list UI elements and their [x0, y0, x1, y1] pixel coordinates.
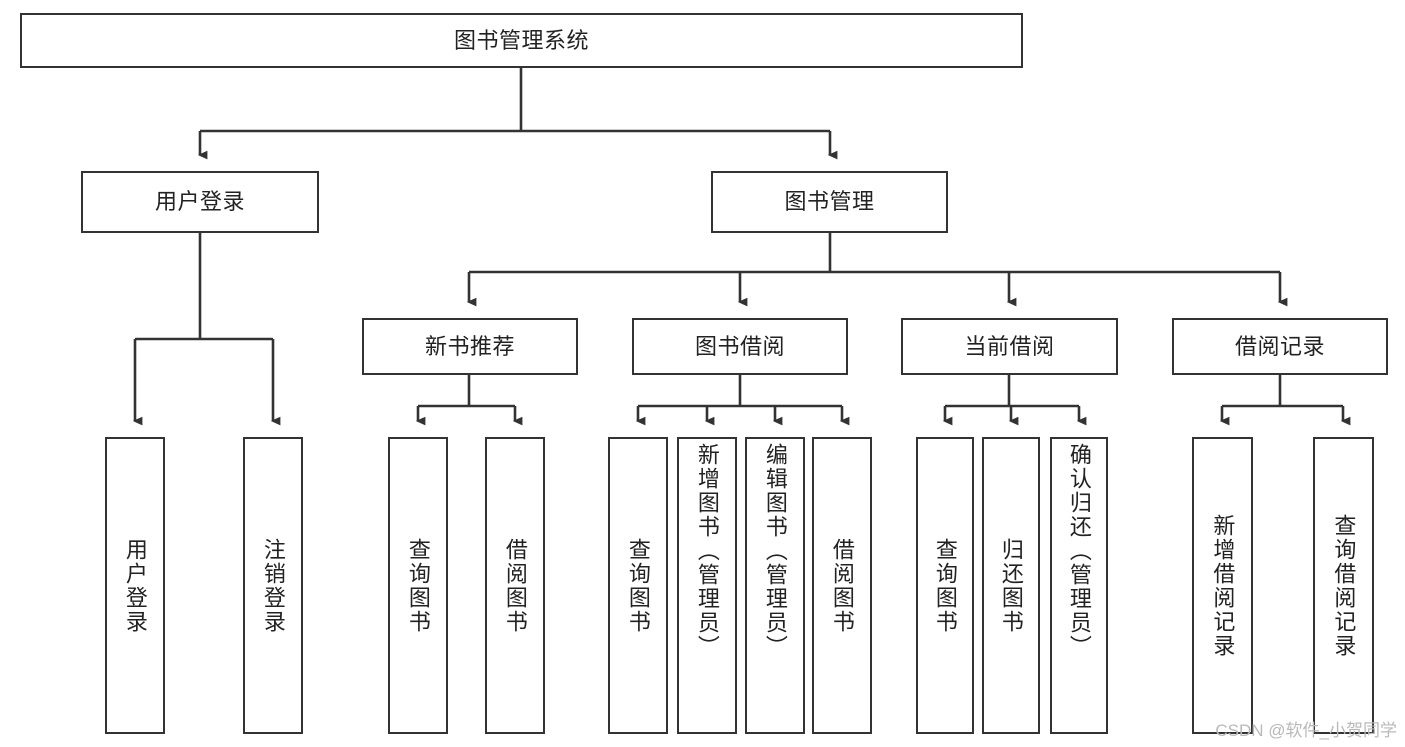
node-leaf-edit-book-admin[interactable]: 编辑图书（管理员） — [745, 437, 805, 734]
node-book-management[interactable]: 图书管理 — [711, 171, 948, 233]
node-leaf-query-borrow-record[interactable]: 查询借阅记录 — [1313, 437, 1374, 734]
node-current-borrow[interactable]: 当前借阅 — [901, 318, 1118, 375]
node-leaf-add-book-admin[interactable]: 新增图书（管理员） — [677, 437, 737, 734]
node-leaf-query-book-borrow-label: 查询图书 — [625, 537, 651, 634]
node-new-book-recommend-label: 新书推荐 — [424, 333, 515, 359]
node-book-management-label: 图书管理 — [784, 189, 875, 215]
node-leaf-add-borrow-record[interactable]: 新增借阅记录 — [1192, 437, 1253, 734]
node-current-borrow-label: 当前借阅 — [964, 333, 1055, 359]
node-leaf-query-book-rec[interactable]: 查询图书 — [388, 437, 448, 734]
node-leaf-query-book-borrow[interactable]: 查询图书 — [608, 437, 668, 734]
node-leaf-user-login-label: 用户登录 — [122, 537, 148, 634]
node-root-system[interactable]: 图书管理系统 — [20, 13, 1023, 68]
node-leaf-logout-login[interactable]: 注销登录 — [243, 437, 303, 734]
node-user-login-label: 用户登录 — [154, 189, 245, 215]
node-borrow-record[interactable]: 借阅记录 — [1172, 318, 1388, 375]
node-root-system-label: 图书管理系统 — [453, 27, 589, 53]
node-leaf-confirm-return-admin[interactable]: 确认归还（管理员） — [1050, 437, 1108, 734]
node-leaf-user-login[interactable]: 用户登录 — [105, 437, 165, 734]
node-leaf-add-book-admin-label: 新增图书（管理员） — [694, 443, 720, 659]
node-leaf-query-book-current[interactable]: 查询图书 — [916, 437, 974, 734]
node-book-borrow-label: 图书借阅 — [694, 333, 785, 359]
node-new-book-recommend[interactable]: 新书推荐 — [362, 318, 578, 375]
node-book-borrow[interactable]: 图书借阅 — [632, 318, 848, 375]
node-leaf-return-book-label: 归还图书 — [998, 537, 1024, 634]
node-leaf-query-borrow-record-label: 查询借阅记录 — [1331, 513, 1357, 658]
node-leaf-logout-login-label: 注销登录 — [260, 537, 286, 634]
node-leaf-confirm-return-admin-label: 确认归还（管理员） — [1066, 443, 1092, 659]
node-leaf-query-book-current-label: 查询图书 — [932, 537, 958, 634]
node-leaf-edit-book-admin-label: 编辑图书（管理员） — [762, 443, 788, 659]
node-leaf-borrow-book-label: 借阅图书 — [829, 537, 855, 634]
node-leaf-borrow-book-rec[interactable]: 借阅图书 — [485, 437, 545, 734]
node-leaf-query-book-rec-label: 查询图书 — [405, 537, 431, 634]
node-leaf-borrow-book-rec-label: 借阅图书 — [502, 537, 528, 634]
node-leaf-add-borrow-record-label: 新增借阅记录 — [1210, 513, 1236, 658]
csdn-watermark: CSDN @软件_小贺同学 — [1215, 721, 1397, 740]
node-borrow-record-label: 借阅记录 — [1234, 333, 1325, 359]
node-leaf-borrow-book[interactable]: 借阅图书 — [812, 437, 872, 734]
node-user-login[interactable]: 用户登录 — [81, 171, 319, 233]
node-leaf-return-book[interactable]: 归还图书 — [982, 437, 1040, 734]
